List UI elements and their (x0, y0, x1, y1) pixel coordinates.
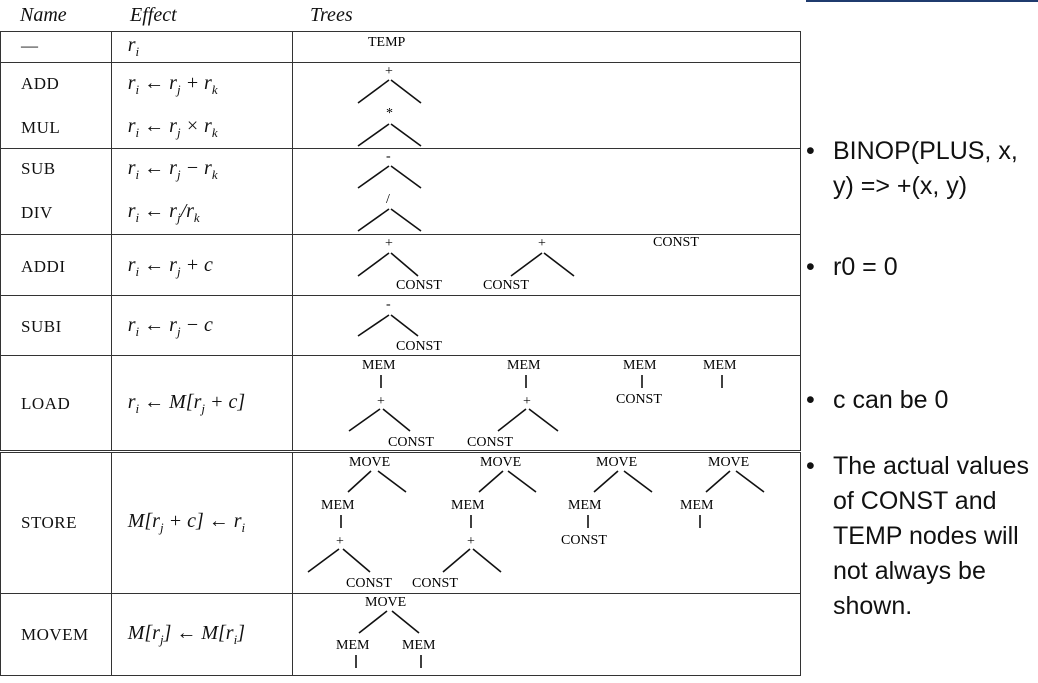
mem-node: MEM (451, 498, 485, 513)
instr-effect: ri ← rj/rk (127, 200, 200, 225)
plus-op: + (538, 236, 546, 251)
plus-op: + (336, 534, 344, 549)
instr-name: SUBI (21, 317, 62, 336)
note-text: c can be 0 (833, 386, 949, 414)
plus-op: + (377, 394, 385, 409)
plus-op: + (523, 394, 531, 409)
move-node: MOVE (365, 595, 406, 610)
header-trees: Trees (310, 4, 353, 26)
tree-movem: MOVE MEM MEM (336, 595, 436, 668)
table-row: — ri TEMP (0, 31, 801, 63)
note-text: r0 = 0 (833, 253, 898, 281)
const-leaf: CONST (616, 392, 662, 407)
mem-node: MEM (402, 638, 436, 653)
instr-effect: ri (127, 34, 140, 59)
instr-effect: ri ← rj × rk (127, 115, 218, 140)
mem-node: MEM (321, 498, 355, 513)
instr-name: MOVEM (21, 625, 89, 644)
table-row: MOVEM M[rj] ← M[ri] MOVE MEM MEM (0, 593, 801, 676)
table-row: SUB DIV ri ← rj − rk ri ← rj/rk - / (0, 148, 801, 235)
minus-op: - (386, 297, 391, 312)
instr-name: LOAD (21, 394, 71, 413)
table-row: ADDI ri ← rj + c + CONST + CONST CONST (0, 234, 801, 296)
instr-name: SUB (21, 159, 56, 178)
const-leaf: CONST (412, 576, 458, 591)
mem-node: MEM (568, 498, 602, 513)
const-leaf: CONST (396, 278, 442, 293)
instr-name: DIV (21, 203, 53, 222)
move-node: MOVE (596, 455, 637, 470)
header-accent-line (806, 0, 1038, 2)
instr-name: MUL (21, 118, 61, 137)
tree-subi: - CONST (357, 297, 443, 354)
move-node: MOVE (349, 455, 390, 470)
div-op: / (386, 192, 390, 207)
mem-node: MEM (680, 498, 714, 513)
table-row: LOAD ri ← M[rj + c] MEM + CONST MEM + CO… (0, 355, 801, 452)
const-leaf: CONST (346, 576, 392, 591)
move-node: MOVE (480, 455, 521, 470)
header-effect: Effect (130, 4, 177, 26)
note-text: BINOP(PLUS, x, y) => +(x, y) (833, 137, 1018, 200)
instr-name: ADDI (21, 257, 66, 276)
instr-effect: M[rj] ← M[ri] (127, 622, 246, 647)
table-row: SUBI ri ← rj − c - CONST (0, 295, 801, 356)
tree-load: MEM + CONST MEM + CONST MEM CONST MEM (348, 358, 737, 450)
instr-effect: ri ← rj + rk (127, 72, 218, 97)
plus-op: + (385, 236, 393, 251)
tree-store: MOVE MEM + CONST MOVE MEM + CONST MOVE (307, 455, 765, 591)
instr-name: — (21, 36, 39, 55)
mem-node: MEM (507, 358, 541, 373)
const-leaf: CONST (396, 339, 442, 354)
mem-node: MEM (703, 358, 737, 373)
const-leaf: CONST (561, 533, 607, 548)
notes-panel: • BINOP(PLUS, x, y) => +(x, y) • r0 = 0 … (806, 0, 1038, 683)
instr-effect: ri ← M[rj + c] (127, 391, 246, 416)
table-row: ADD MUL ri ← rj + rk ri ← rj × rk + * (0, 62, 801, 149)
instr-effect: ri ← rj + c (127, 254, 213, 279)
tree-addi: + CONST + CONST CONST (357, 235, 700, 293)
instr-name: ADD (21, 74, 60, 93)
const-leaf: CONST (388, 435, 434, 450)
plus-op: + (385, 64, 393, 79)
temp-label: TEMP (368, 35, 406, 50)
minus-op: - (386, 149, 391, 164)
tree-add-mul: + * (357, 64, 422, 147)
table-row: STORE M[rj + c] ← ri MOVE MEM + CONST MO… (0, 450, 801, 594)
const-leaf: CONST (653, 235, 699, 250)
const-leaf: CONST (483, 278, 529, 293)
instr-name: STORE (21, 513, 78, 532)
note-text: The actual values of CONST and TEMP node… (833, 452, 1029, 620)
tree-sub-div: - / (357, 149, 422, 232)
instr-effect: ri ← rj − c (127, 314, 213, 339)
mem-node: MEM (336, 638, 370, 653)
mem-node: MEM (623, 358, 657, 373)
header-name: Name (20, 4, 67, 26)
const-leaf: CONST (467, 435, 513, 450)
mem-node: MEM (362, 358, 396, 373)
times-op: * (386, 106, 393, 121)
move-node: MOVE (708, 455, 749, 470)
plus-op: + (467, 534, 475, 549)
instr-effect: M[rj + c] ← ri (127, 510, 246, 535)
tree-temp: TEMP (368, 35, 406, 50)
instruction-tile-table: — ri TEMP ADD MUL ri ← rj + rk ri ← rj ×… (0, 31, 801, 676)
instr-effect: ri ← rj − rk (127, 157, 218, 182)
